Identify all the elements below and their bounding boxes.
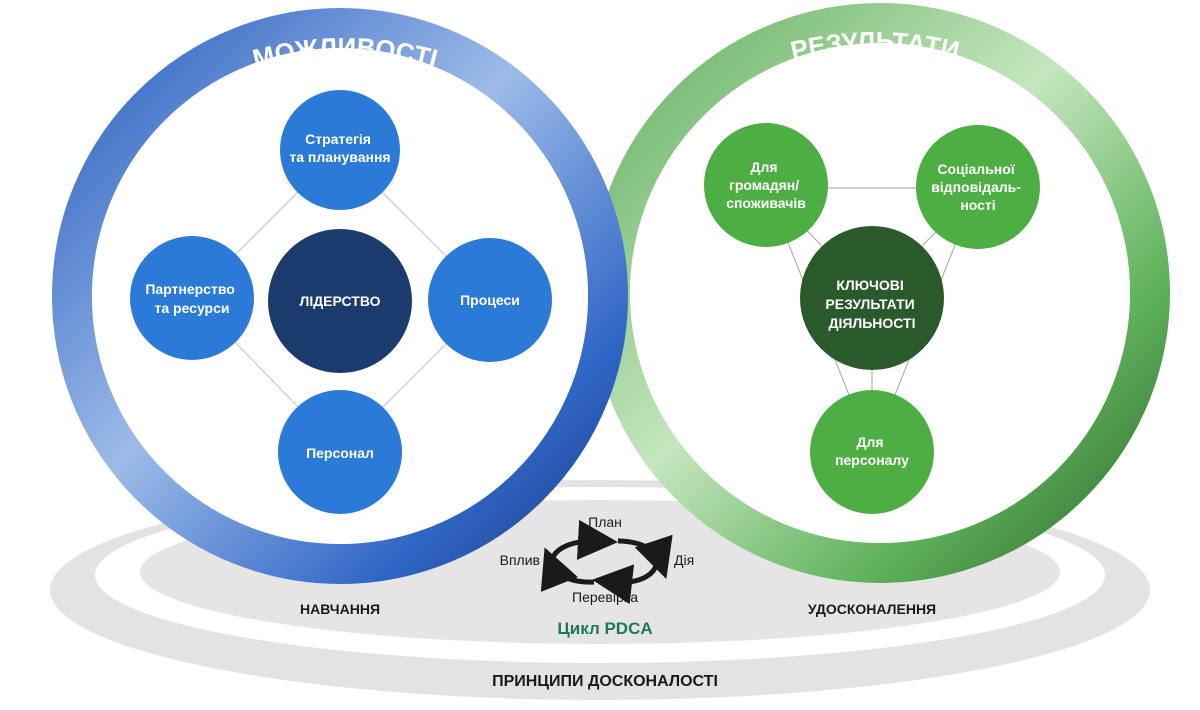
- pdca-check-label: Перевірка: [572, 589, 638, 605]
- citizens-node: [704, 123, 828, 247]
- partnership-node: [130, 236, 254, 360]
- processes-label: Процеси: [460, 292, 520, 308]
- personnel-node: [278, 390, 402, 514]
- pdca-arrow-top-right: [617, 534, 673, 579]
- pdca-plan-label: План: [588, 514, 622, 530]
- citizens-label: Для громадян/ споживачів: [726, 159, 806, 211]
- strategy-node: [280, 90, 400, 210]
- personnel-results-label: Для персоналу: [835, 434, 909, 468]
- key-results-label: КЛЮЧОВІ РЕЗУЛЬТАТИ ДІЯЛЬНОСТІ: [825, 277, 918, 331]
- personnel-results-node: [810, 390, 934, 514]
- strategy-label: Стратегія та планування: [289, 131, 390, 165]
- results-nodes: Для громадян/ споживачів Соціальної відп…: [704, 123, 1040, 514]
- key-results-node: [800, 226, 944, 370]
- improvement-label: УДОСКОНАЛЕННЯ: [808, 601, 936, 617]
- pdca-act-label: Дія: [674, 552, 694, 568]
- pdca-arrow-bottom-right: [592, 564, 659, 605]
- social-label: Соціальної відповідаль- ності: [931, 161, 1025, 213]
- learning-label: НАВЧАННЯ: [300, 601, 380, 617]
- partnership-label: Партнерство та ресурси: [145, 281, 238, 316]
- social-node: [916, 125, 1040, 249]
- principles-label: ПРИНЦИПИ ДОСКОНАЛОСТІ: [492, 673, 718, 690]
- personnel-label: Персонал: [306, 445, 374, 461]
- pdca-title: Цикл PDCA: [557, 619, 652, 638]
- processes-node: [428, 238, 552, 362]
- enablers-ring-band: [52, 8, 628, 584]
- pdca-do-label: Вплив: [500, 552, 540, 568]
- pdca-cycle: План Дія Перевірка Вплив Цикл PDCA: [500, 514, 695, 638]
- leadership-label: ЛІДЕРСТВО: [300, 293, 381, 309]
- leadership-node: [268, 229, 412, 373]
- pdca-arrow-bottom-left: [540, 547, 595, 593]
- enablers-nodes: Стратегія та планування Партнерство та р…: [130, 90, 552, 514]
